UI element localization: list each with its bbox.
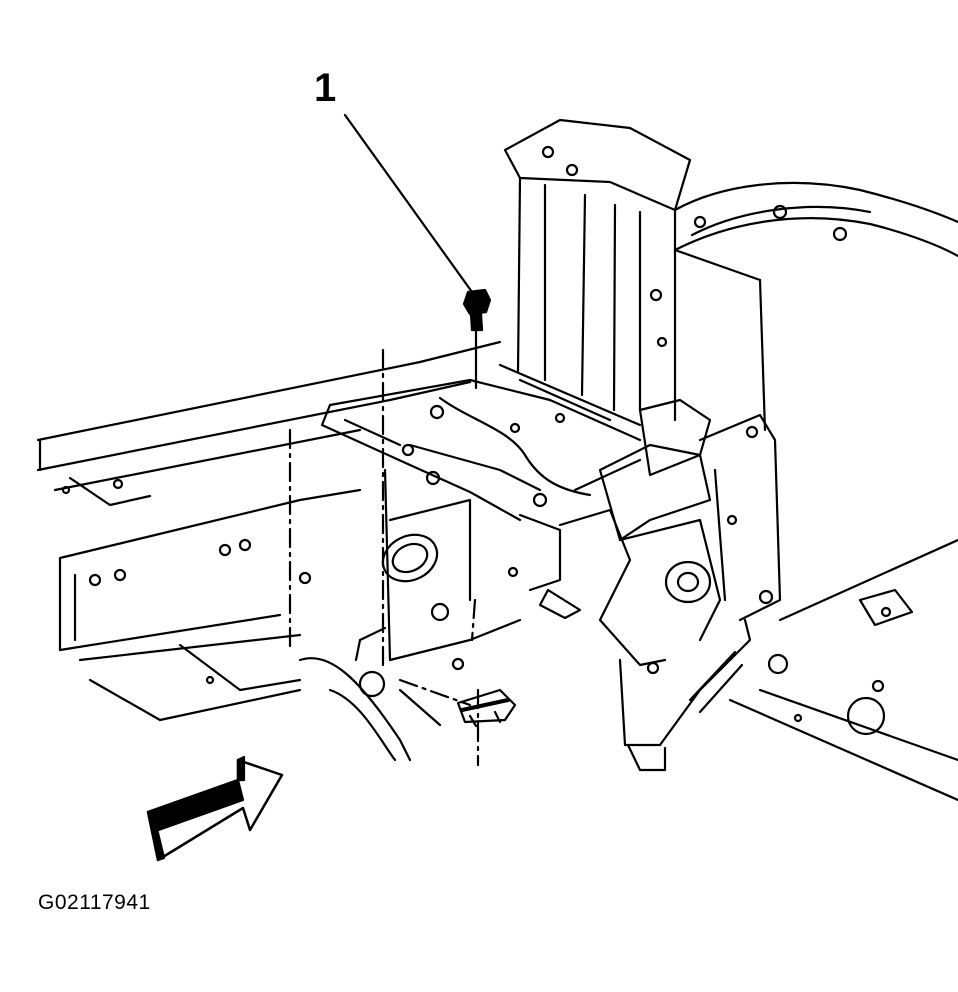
- front-direction-arrow-icon: [146, 755, 284, 862]
- figure-id-label: G02117941: [38, 891, 151, 914]
- callout-1-leader: [343, 113, 474, 294]
- latch-mounting-plate: [320, 363, 642, 522]
- hood-latch-assembly: [518, 398, 782, 772]
- hood-rail-left: [36, 340, 502, 507]
- inner-apron: [298, 468, 522, 762]
- radiator-support-post: [503, 118, 767, 432]
- front-lower-rail: [58, 488, 362, 722]
- bolt-icon: [462, 288, 492, 390]
- radiator-support-upper-beam: [673, 181, 958, 258]
- retainer-clip-icon: [456, 688, 517, 728]
- alignment-centerlines: [288, 348, 480, 767]
- callout-number-1: 1: [314, 66, 337, 110]
- right-fender-area: [728, 538, 958, 802]
